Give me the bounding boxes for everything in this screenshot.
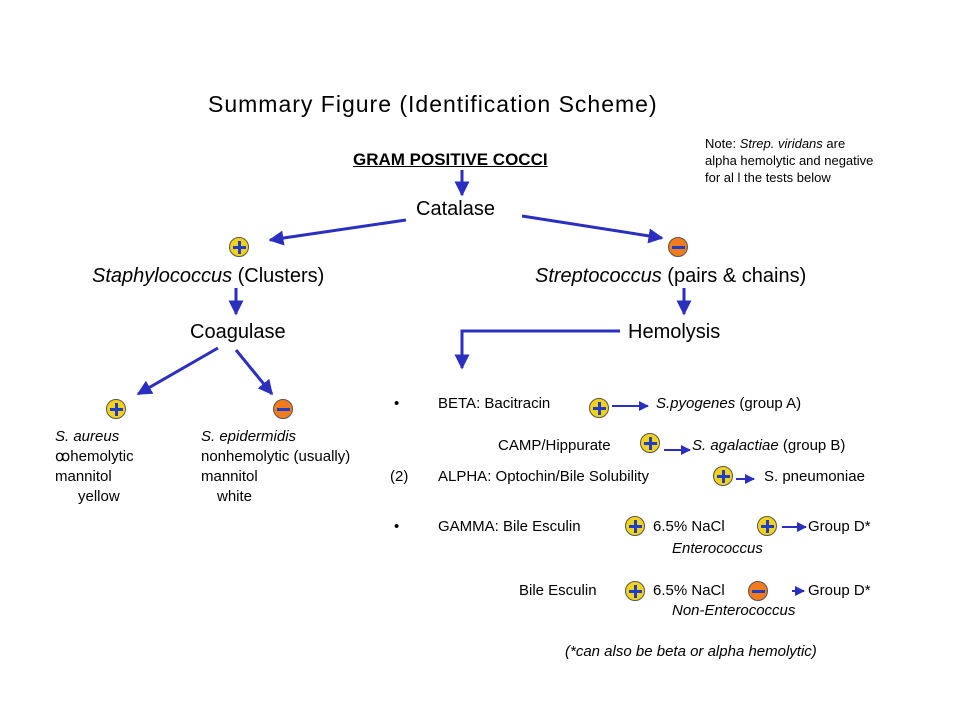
camp-result: S. agalactiae (group B) bbox=[692, 437, 845, 454]
aureus-color: yellow bbox=[78, 488, 120, 505]
aureus-block: S. aureus ꝏhemolytic mannitol yellow bbox=[55, 427, 134, 507]
strep-desc: (pairs & chains) bbox=[661, 265, 807, 287]
gamma2-non-enterococcus: Non-Enterococcus bbox=[672, 602, 795, 619]
note-box: Note: Strep. viridans are alpha hemolyti… bbox=[705, 135, 880, 186]
plus-icon bbox=[625, 581, 645, 601]
arrow-hemolysis-bracket bbox=[454, 329, 620, 370]
staph-genus: Staphylococcus bbox=[92, 265, 233, 287]
staph-desc: (Clusters) bbox=[232, 265, 325, 287]
camp-test: CAMP/Hippurate bbox=[498, 437, 611, 454]
gram-positive-cocci: GRAM POSITIVE COCCI bbox=[353, 150, 548, 169]
beta-symbol: ꝏ bbox=[55, 448, 71, 465]
epidermidis-name: S. epidermidis bbox=[201, 428, 297, 445]
note-prefix: Note: bbox=[705, 136, 740, 151]
arrow-catalase-to-staph bbox=[268, 218, 407, 246]
plus-icon bbox=[757, 516, 777, 536]
coagulase-label: Coagulase bbox=[190, 321, 286, 343]
minus-icon bbox=[748, 581, 768, 601]
gamma-enterococcus: Enterococcus bbox=[672, 540, 763, 557]
aureus-hemolytic: hemolytic bbox=[70, 448, 134, 465]
note-species: Strep. viridans bbox=[739, 136, 823, 151]
epidermidis-block: S. epidermidis nonhemolytic (usually) ma… bbox=[201, 427, 350, 507]
alpha-bullet: (2) bbox=[390, 468, 409, 485]
minus-icon bbox=[668, 237, 688, 257]
beta-test: BETA: Bacitracin bbox=[438, 395, 551, 412]
gamma-test: GAMMA: Bile Esculin bbox=[438, 518, 581, 535]
alpha-result: S. pneumoniae bbox=[764, 468, 865, 485]
arrow-coag-to-aureus bbox=[136, 346, 219, 396]
plus-icon bbox=[589, 398, 609, 418]
epidermidis-color: white bbox=[217, 488, 253, 505]
beta-group: (group A) bbox=[735, 395, 802, 412]
streptococcus-label: Streptococcus (pairs & chains) bbox=[535, 265, 806, 288]
page-title: Summary Figure (Identification Scheme) bbox=[208, 91, 658, 117]
plus-icon bbox=[625, 516, 645, 536]
strep-genus: Streptococcus bbox=[535, 265, 662, 287]
gamma2-sub: Non-Enterococcus bbox=[672, 602, 796, 619]
gamma-nacl: 6.5% NaCl bbox=[653, 518, 725, 535]
aureus-mannitol: mannitol bbox=[55, 468, 112, 485]
plus-icon bbox=[713, 466, 733, 486]
gamma-group: Group D* bbox=[808, 518, 871, 535]
beta-bullet: • bbox=[394, 395, 400, 412]
footnote-text: (*can also be beta or alpha hemolytic) bbox=[565, 643, 817, 660]
camp-group: (group B) bbox=[778, 437, 846, 454]
arrow-catalase-to-strep bbox=[521, 214, 664, 244]
alpha-test: ALPHA: Optochin/Bile Solubility bbox=[438, 468, 649, 485]
gamma2-nacl: 6.5% NaCl bbox=[653, 582, 725, 599]
plus-icon bbox=[229, 237, 249, 257]
note-text: are alpha hemolytic and negative for al … bbox=[705, 136, 874, 185]
hemolysis-label: Hemolysis bbox=[628, 321, 721, 343]
gamma-sub: Enterococcus bbox=[672, 540, 763, 557]
staphylococcus-label: Staphylococcus (Clusters) bbox=[92, 265, 324, 288]
plus-icon bbox=[640, 433, 660, 453]
camp-species: S. agalactiae bbox=[692, 437, 779, 454]
gamma2-group: Group D* bbox=[808, 582, 871, 599]
epidermidis-mannitol: mannitol bbox=[201, 468, 258, 485]
minus-icon bbox=[273, 399, 293, 419]
beta-species: S.pyogenes bbox=[656, 395, 736, 412]
gamma2-test: Bile Esculin bbox=[519, 582, 597, 599]
aureus-name: S. aureus bbox=[55, 428, 120, 445]
beta-result: S.pyogenes (group A) bbox=[656, 395, 801, 412]
arrow-coag-to-epidermidis bbox=[234, 349, 274, 396]
footnote: (*can also be beta or alpha hemolytic) bbox=[565, 643, 817, 660]
catalase-label: Catalase bbox=[416, 198, 495, 220]
epidermidis-hemolytic: nonhemolytic (usually) bbox=[201, 448, 351, 465]
gamma-bullet: • bbox=[394, 518, 400, 535]
plus-icon bbox=[106, 399, 126, 419]
